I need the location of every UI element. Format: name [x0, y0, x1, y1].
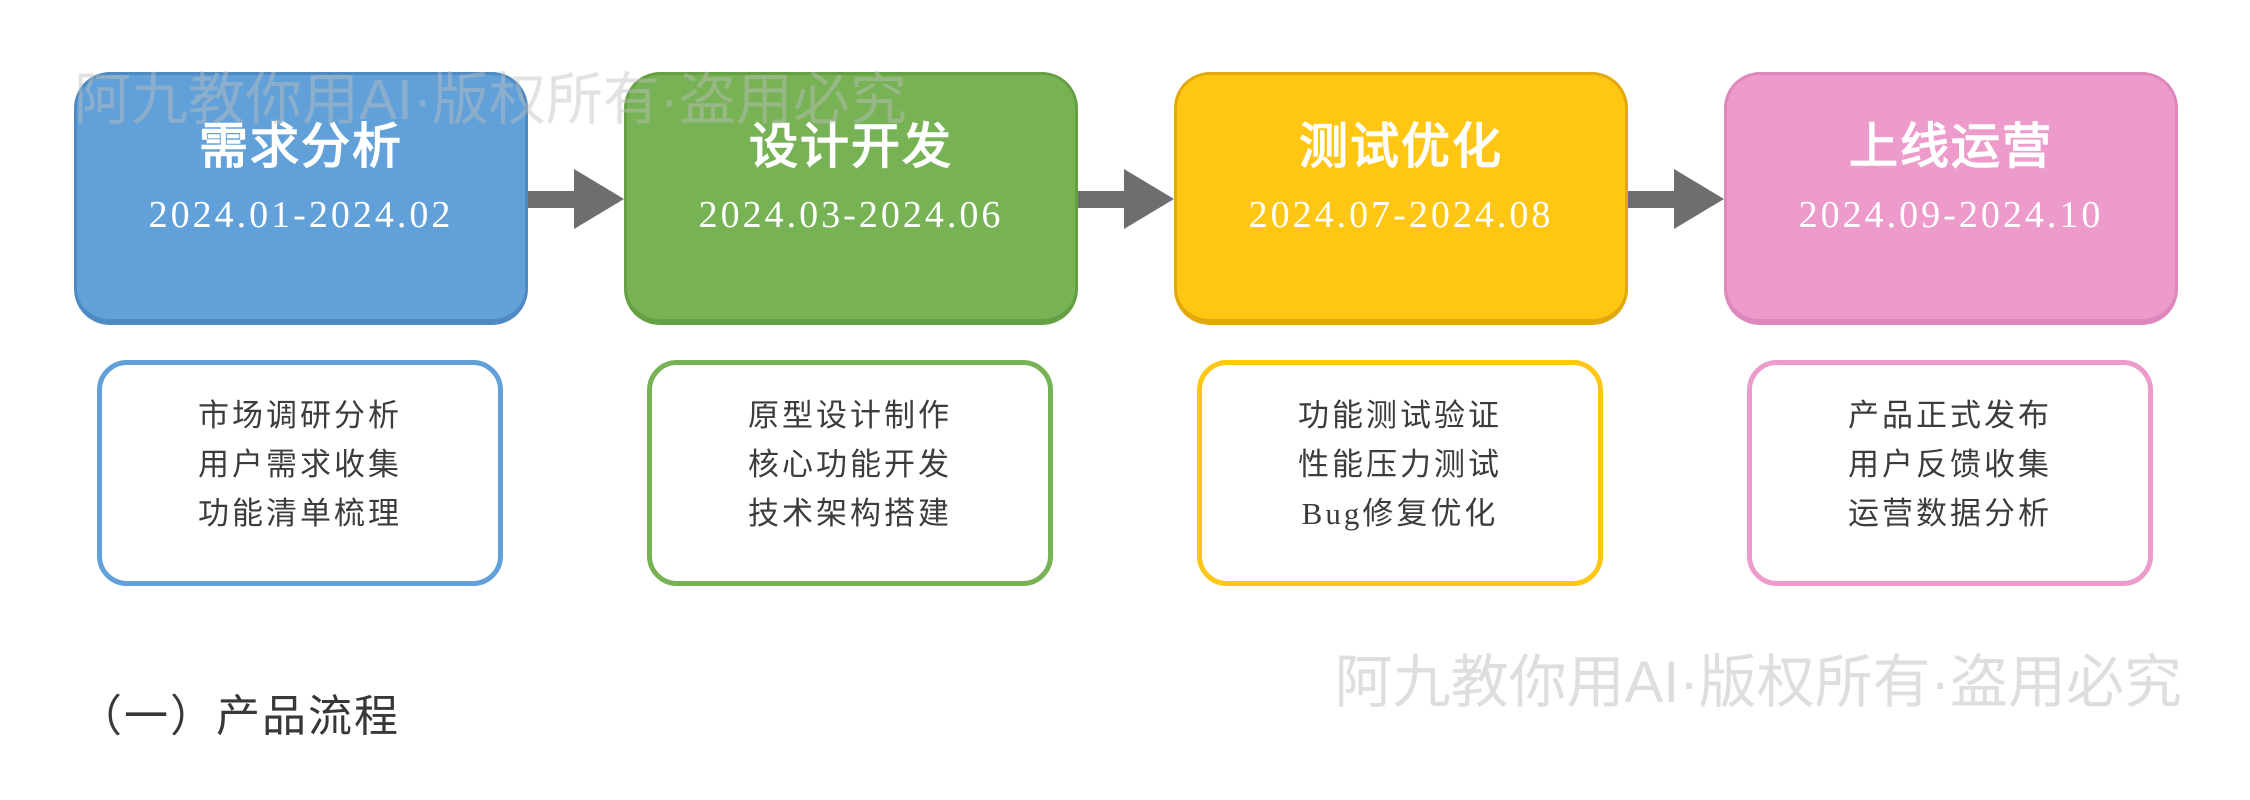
detail-item: 运营数据分析	[1848, 496, 2052, 531]
stage-period: 2024.09-2024.10	[1798, 194, 2104, 236]
section-caption: （一）产品流程	[78, 692, 400, 741]
stage-period: 2024.01-2024.02	[148, 194, 454, 236]
flow-arrow-icon	[1078, 169, 1174, 229]
arrow-shaft	[1078, 190, 1124, 208]
detail-item: 用户反馈收集	[1848, 447, 2052, 482]
watermark-bottom: 阿九教你用AI·版权所有·盗用必究	[1334, 650, 2182, 715]
detail-item: 性能压力测试	[1298, 447, 1502, 482]
stage-title: 上线运营	[1848, 119, 2053, 174]
detail-box-testing: 功能测试验证 性能压力测试 Bug修复优化	[1197, 360, 1603, 586]
arrow-shaft	[1628, 190, 1674, 208]
detail-item: 功能清单梳理	[198, 496, 402, 531]
detail-item: 用户需求收集	[198, 447, 402, 482]
detail-item: 产品正式发布	[1848, 398, 2052, 433]
flow-arrow-icon	[1628, 169, 1724, 229]
detail-box-design-dev: 原型设计制作 核心功能开发 技术架构搭建	[647, 360, 1053, 586]
detail-box-requirements: 市场调研分析 用户需求收集 功能清单梳理	[97, 360, 503, 586]
arrow-head	[574, 169, 624, 229]
stage-period: 2024.03-2024.06	[698, 194, 1004, 236]
detail-item: 原型设计制作	[748, 398, 952, 433]
stage-box-launch: 上线运营 2024.09-2024.10	[1724, 72, 2178, 325]
stage-title: 需求分析	[198, 119, 403, 174]
detail-item: 市场调研分析	[198, 398, 402, 433]
detail-box-launch: 产品正式发布 用户反馈收集 运营数据分析	[1747, 360, 2153, 586]
detail-item: 功能测试验证	[1298, 398, 1502, 433]
stage-title: 设计开发	[748, 119, 953, 174]
arrow-shaft	[528, 190, 574, 208]
stage-title: 测试优化	[1298, 119, 1503, 174]
arrow-head	[1674, 169, 1724, 229]
stage-box-requirements: 需求分析 2024.01-2024.02	[74, 72, 528, 325]
flow-arrow-icon	[528, 169, 624, 229]
arrow-head	[1124, 169, 1174, 229]
stage-box-design-dev: 设计开发 2024.03-2024.06	[624, 72, 1078, 325]
detail-item: 核心功能开发	[748, 447, 952, 482]
stage-period: 2024.07-2024.08	[1248, 194, 1554, 236]
stage-box-testing: 测试优化 2024.07-2024.08	[1174, 72, 1628, 325]
detail-item: 技术架构搭建	[748, 496, 952, 531]
detail-item: Bug修复优化	[1301, 496, 1499, 531]
